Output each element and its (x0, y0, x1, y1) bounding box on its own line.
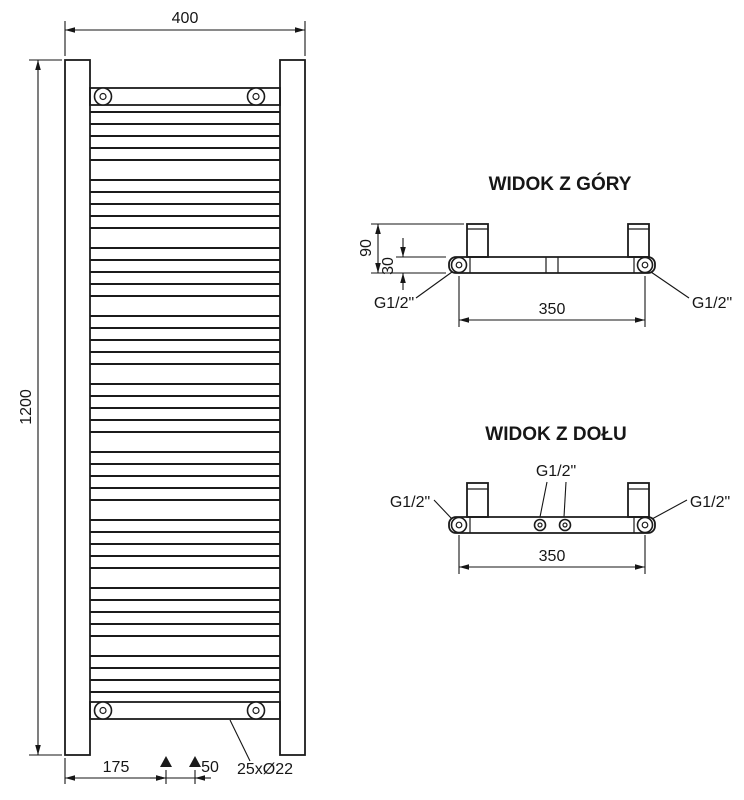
tube-count-callout: 25xØ22 (229, 719, 293, 778)
leader-line (415, 271, 453, 299)
leader-line (650, 271, 690, 299)
leader-line (433, 499, 453, 520)
dimension-wall-30: 30 (380, 238, 446, 290)
connection-end-left (450, 256, 468, 274)
dim-connections-text: 350 (539, 548, 566, 565)
connection-end-inner (641, 521, 649, 529)
bottom-collector (89, 701, 281, 720)
mounting-bracket-circle (93, 87, 113, 106)
radiator-side-rail-left (64, 59, 91, 756)
connection-end-inner (455, 521, 463, 529)
connection-end-right (636, 256, 654, 274)
center-connection-inner (562, 522, 568, 528)
dim-depth-text: 90 (358, 239, 375, 257)
center-connection-right (558, 518, 572, 532)
mounting-bracket-circle (246, 701, 266, 720)
dimension-height: 1200 (18, 59, 62, 756)
top-collector-bar (448, 256, 656, 274)
thread-left-text: G1/2" (374, 295, 414, 312)
bottom-view: WIDOK Z DOŁU G1/2" G1/2" (390, 424, 730, 574)
thread-right-text: G1/2" (690, 494, 730, 511)
thread-center-text: G1/2" (536, 463, 576, 480)
wall-bracket-right (627, 482, 650, 518)
connection-end-inner (455, 261, 463, 269)
dimension-depth-90: 90 (358, 223, 464, 274)
dim-wall-text: 30 (380, 257, 397, 275)
dimension-width: 400 (64, 10, 306, 56)
wall-bracket-left (466, 482, 489, 518)
center-connection-inner (537, 522, 543, 528)
mounting-bracket-circle (93, 701, 113, 720)
leader-line (563, 481, 567, 518)
mounting-bracket-inner (99, 92, 107, 101)
center-connection-left (533, 518, 547, 532)
dim-offset-text: 175 (103, 759, 130, 776)
connection-end-inner (641, 261, 649, 269)
bottom-collector-bar (448, 516, 656, 534)
thread-left-text: G1/2" (390, 494, 430, 511)
bottom-connection-right (189, 756, 201, 767)
leader-line (651, 499, 688, 520)
mounting-bracket-circle (246, 87, 266, 106)
thread-label-right: G1/2" (650, 271, 732, 312)
thread-label-left: G1/2" (390, 494, 453, 520)
thread-label-right: G1/2" (651, 494, 730, 520)
leader-line (229, 719, 251, 762)
mounting-bracket-inner (99, 706, 107, 715)
front-view: 400 1200 175 50 25xØ22 (18, 10, 306, 784)
dim-height-text: 1200 (18, 389, 35, 425)
dimension-bottom-offsets: 175 50 (64, 758, 219, 784)
connection-end-right (636, 516, 654, 534)
dim-valve-spacing-text: 50 (201, 759, 219, 776)
connection-end-left (450, 516, 468, 534)
top-view-title: WIDOK Z GÓRY (489, 173, 632, 195)
bottom-view-title: WIDOK Z DOŁU (485, 424, 626, 445)
bottom-connection-left (160, 756, 172, 767)
top-collector (89, 87, 281, 106)
thread-right-text: G1/2" (692, 295, 732, 312)
thread-label-left: G1/2" (374, 271, 453, 312)
mounting-bracket-inner (252, 706, 260, 715)
mounting-bracket-inner (252, 92, 260, 101)
leader-line (539, 481, 548, 518)
thread-label-center: G1/2" (536, 463, 576, 518)
top-view: WIDOK Z GÓRY 90 30 (358, 173, 732, 327)
tube-count-text: 25xØ22 (237, 761, 293, 778)
dim-connections-text: 350 (539, 301, 566, 318)
radiator-side-rail-right (279, 59, 306, 756)
dim-width-text: 400 (172, 10, 199, 27)
dimension-connections-350: 350 (458, 276, 646, 327)
radiator-tubes (90, 111, 280, 693)
dimension-connections-350: 350 (458, 535, 646, 574)
